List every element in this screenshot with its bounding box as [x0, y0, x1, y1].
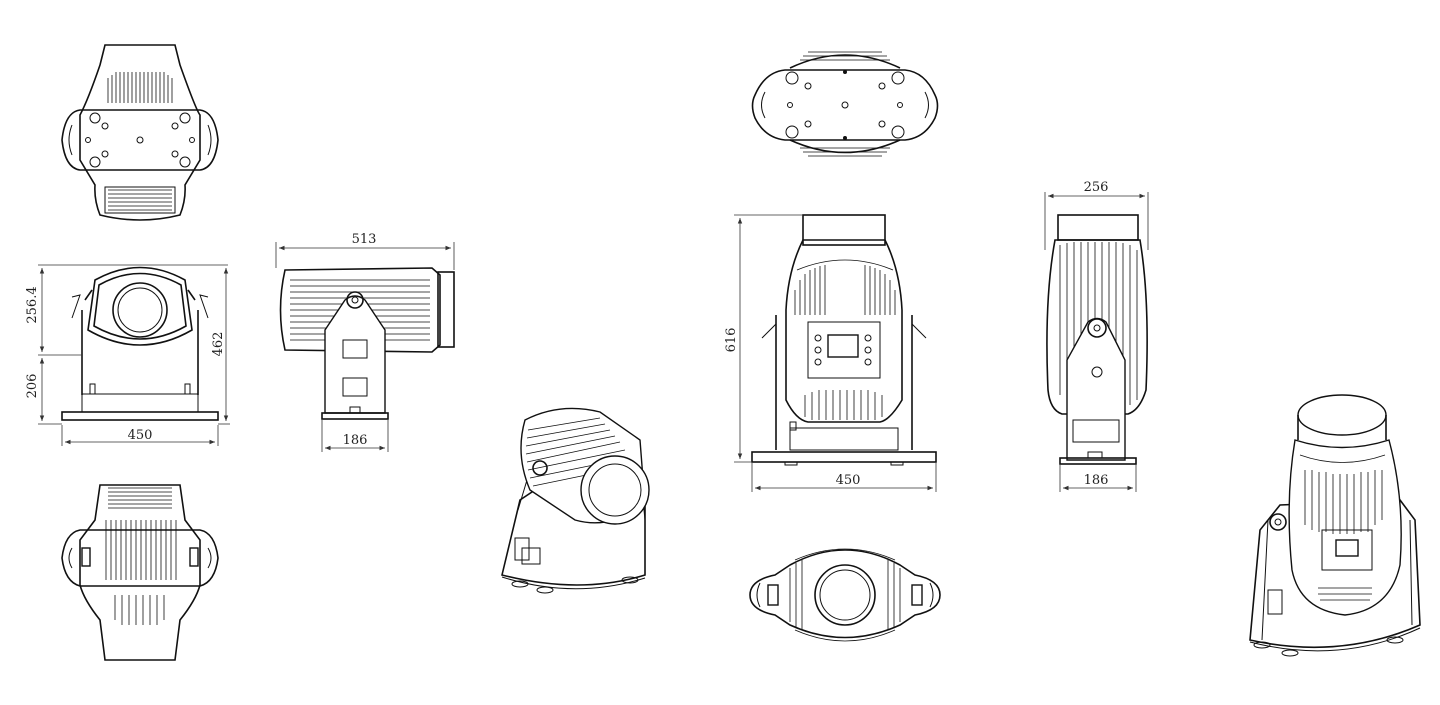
dim-large-front-width: 450: [836, 473, 861, 488]
dim-small-front-base-height: 206: [25, 374, 40, 399]
dim-side-width: 513: [352, 232, 377, 247]
large-front-view: 616 450: [724, 214, 937, 492]
dim-side-base-depth: 186: [343, 433, 368, 448]
large-side-view: 256 186: [1044, 180, 1149, 492]
dim-small-front-width: 450: [128, 428, 153, 443]
dim-large-side-width: 256: [1084, 180, 1109, 195]
dim-large-side-base-depth: 186: [1084, 473, 1109, 488]
dim-small-front-total-height: 462: [211, 332, 226, 357]
large-top-view: [751, 51, 939, 157]
perspective-view-tilted: [501, 407, 650, 594]
dim-large-front-height: 616: [724, 328, 739, 353]
large-bottom-view: [749, 548, 941, 642]
small-front-view: 256.4 206 462 450: [25, 264, 230, 446]
dim-small-front-head-height: 256.4: [25, 286, 40, 323]
small-bottom-view: [61, 484, 219, 661]
perspective-view-upright: [1249, 394, 1421, 657]
side-view: 513 186: [275, 232, 455, 452]
small-top-view: [61, 44, 219, 221]
